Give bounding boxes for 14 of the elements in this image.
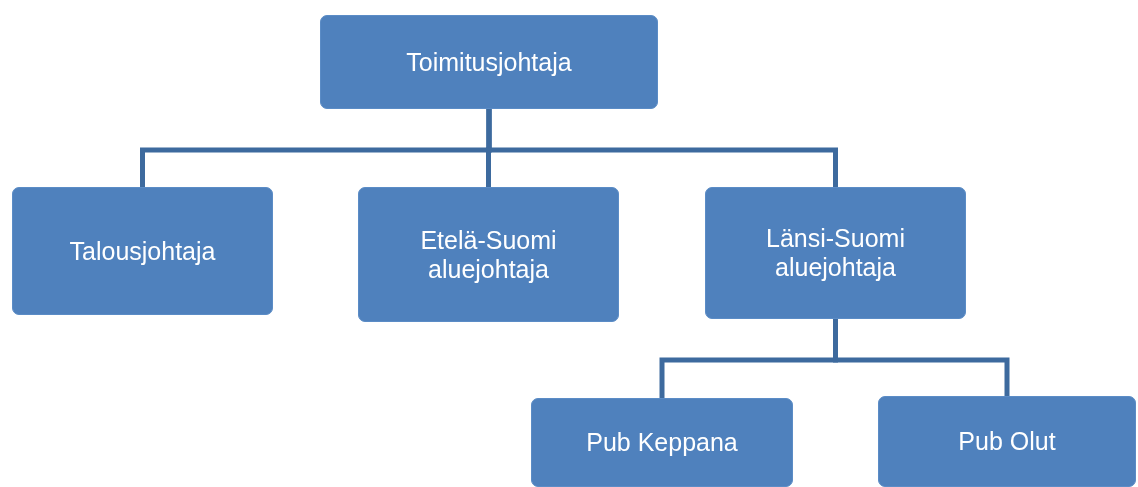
org-box (705, 187, 966, 319)
connector-line (833, 319, 1010, 396)
org-box (358, 187, 619, 322)
role-title: Pub Olut (957, 427, 1057, 456)
role-title: Talousjohtaja (68, 236, 217, 266)
role-title: Länsi-Suomi aluejohtaja (765, 224, 906, 282)
org-box (320, 15, 658, 109)
role-title: Etelä-Suomi aluejohtaja (419, 225, 558, 284)
org-box (12, 187, 273, 315)
org-box (531, 398, 793, 487)
role-title: Pub Keppana (585, 428, 739, 457)
role-title: Toimitusjohtaja (405, 47, 573, 77)
org-box (878, 396, 1136, 487)
connector-line (486, 109, 838, 187)
